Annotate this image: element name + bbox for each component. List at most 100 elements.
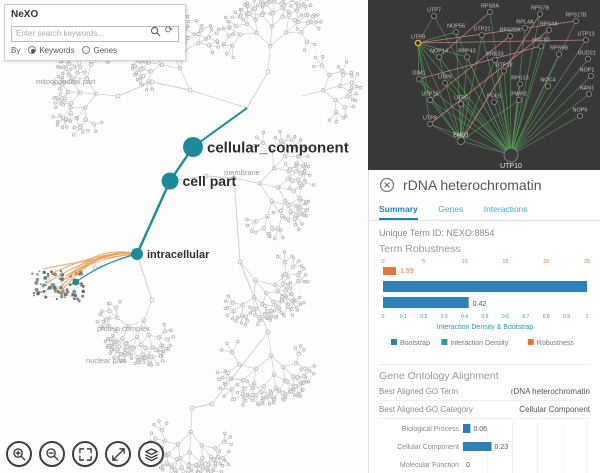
radio-keywords-label: Keywords xyxy=(39,45,75,55)
network-node-NOP14[interactable] xyxy=(436,54,443,61)
network-node-label: POL5 xyxy=(487,94,501,100)
tree-node-cellular-component[interactable] xyxy=(183,137,203,157)
network-node-UTP6[interactable] xyxy=(442,80,449,87)
network-node-label: RPS7B xyxy=(531,6,549,12)
svg-text:0.8: 0.8 xyxy=(543,314,550,320)
search-input[interactable] xyxy=(11,25,179,42)
robustness-axis-label: Interaction Density & Bootstrap xyxy=(437,324,534,331)
network-node-label: RPS13 xyxy=(511,76,528,82)
network-node-RPS4A[interactable] xyxy=(545,26,552,33)
robustness-bar-interaction-density xyxy=(383,297,469,308)
network-node-POL5[interactable] xyxy=(491,99,498,106)
svg-text:0: 0 xyxy=(382,314,385,320)
fit-to-screen-button[interactable] xyxy=(72,441,98,467)
network-node-HSC82[interactable] xyxy=(537,43,544,50)
network-node-label: EMG1 xyxy=(453,133,469,139)
radio-keywords-circle[interactable] xyxy=(28,46,37,54)
go-term-value: rDNA heterochromatin xyxy=(510,387,590,396)
zoom-in-button[interactable] xyxy=(6,441,32,467)
network-node-RPS17B[interactable] xyxy=(572,17,579,24)
network-node-UTP7[interactable] xyxy=(431,12,438,19)
network-node-label: UTP8 xyxy=(423,116,437,122)
network-node-NOP56[interactable] xyxy=(453,28,460,35)
tab-interactions[interactable]: Interactions xyxy=(483,204,528,214)
network-node-label: UTP15 xyxy=(421,92,438,98)
network-node-NOC4[interactable] xyxy=(544,83,551,90)
network-node-label: DIM1 xyxy=(412,71,425,77)
search-by-label: By xyxy=(11,45,21,55)
close-icon[interactable] xyxy=(379,177,395,193)
term-title: rDNA heterochromatin xyxy=(403,177,542,193)
svg-text:0.7: 0.7 xyxy=(522,314,529,320)
zoom-out-button[interactable] xyxy=(39,441,65,467)
network-node-DIM1[interactable] xyxy=(416,76,423,83)
network-node-UTP13[interactable] xyxy=(582,37,589,44)
tree-node-intracellular[interactable] xyxy=(131,248,143,260)
network-node-EMG1[interactable] xyxy=(457,137,465,145)
legend-item: Robustness xyxy=(537,340,574,347)
legend-item: Interaction Density xyxy=(450,340,508,347)
search-mode-row: By Keywords Genes xyxy=(11,46,179,55)
network-node-RPS9B[interactable] xyxy=(555,51,562,58)
svg-text:0.3: 0.3 xyxy=(441,314,448,320)
search-icon[interactable] xyxy=(149,25,161,37)
network-node-RPL4A[interactable] xyxy=(521,24,528,31)
alignment-category-label: Biological Process xyxy=(402,426,460,433)
network-node-label: RPS9B xyxy=(550,46,568,52)
radio-genes-label: Genes xyxy=(93,45,118,55)
tree-node-label: cellular_component xyxy=(207,139,349,156)
network-node-KRE33[interactable] xyxy=(492,57,499,64)
svg-text:0.6: 0.6 xyxy=(502,314,509,320)
expand-arrows-button[interactable] xyxy=(105,441,131,467)
network-node-RPP43[interactable] xyxy=(464,54,471,61)
tree-term-label: mitochondrial part xyxy=(36,77,97,86)
network-node-PWP2[interactable] xyxy=(515,97,522,104)
radio-keywords[interactable]: Keywords xyxy=(28,46,74,55)
network-node-label: NOP14 xyxy=(430,49,448,55)
network-node-RPS7B[interactable] xyxy=(536,10,543,17)
go-alignment-chart: 00.20.40.60.81Biological Process0.06Cell… xyxy=(397,421,588,473)
network-node-label: RPS8A xyxy=(481,4,499,10)
reset-icon[interactable]: ⟳ xyxy=(164,25,174,36)
go-category-row: Best Aligned GO Category Cellular Compon… xyxy=(379,401,590,419)
layers-button[interactable] xyxy=(138,441,164,467)
legend-item: Bootstrap xyxy=(400,340,430,347)
network-node-RPS22A[interactable] xyxy=(506,33,513,40)
svg-text:0.42: 0.42 xyxy=(473,301,487,308)
svg-text:0: 0 xyxy=(466,462,470,469)
network-node-UTP9[interactable] xyxy=(414,39,422,47)
network-node-BUD21[interactable] xyxy=(584,56,591,63)
radio-genes[interactable]: Genes xyxy=(82,46,117,55)
network-node-UTP21[interactable] xyxy=(479,32,486,39)
network-node-UTP15[interactable] xyxy=(427,97,434,104)
tree-branches xyxy=(51,0,363,473)
tab-genes[interactable]: Genes xyxy=(438,204,464,214)
tree-node-label: intracellular xyxy=(147,249,210,261)
network-node-NAN1[interactable] xyxy=(585,91,592,98)
network-node-UTP10[interactable] xyxy=(503,147,519,163)
network-node-NOP1[interactable] xyxy=(587,73,594,80)
network-node-UTP8[interactable] xyxy=(427,121,434,128)
network-node-label: PWP2 xyxy=(511,92,527,98)
tree-node-label: cell part xyxy=(183,173,237,189)
network-node-UTP5[interactable] xyxy=(458,101,465,108)
network-node-label: UTP18 xyxy=(495,63,512,69)
network-node-label: UTP6 xyxy=(438,75,452,81)
svg-text:1: 1 xyxy=(586,314,589,320)
svg-text:0.1: 0.1 xyxy=(400,314,407,320)
tree-node-cell-part[interactable] xyxy=(161,172,179,190)
network-node-RPS13[interactable] xyxy=(516,81,523,88)
search-row: ⟳ xyxy=(11,23,179,42)
network-node-NOP6[interactable] xyxy=(576,113,583,120)
tree-term-label: membrane xyxy=(224,168,260,177)
tab-summary[interactable]: Summary xyxy=(379,204,418,220)
network-node-label: RPP43 xyxy=(458,49,475,55)
radio-genes-circle[interactable] xyxy=(82,46,91,54)
network-node-UTP18[interactable] xyxy=(500,68,507,75)
tree-term-label: nuclear part xyxy=(86,356,127,365)
network-node-RPS8A[interactable] xyxy=(487,8,494,15)
